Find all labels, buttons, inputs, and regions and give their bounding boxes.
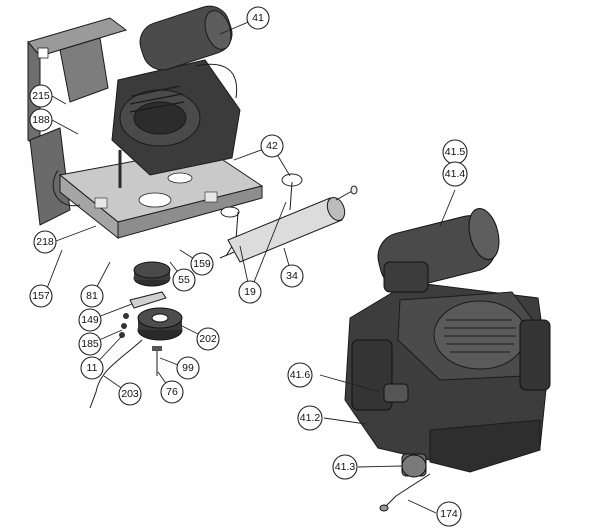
callout-label: 41.3 (335, 461, 356, 473)
callout-159[interactable]: 159 (190, 252, 214, 276)
callout-label: 202 (199, 333, 217, 345)
callout-label: 41.4 (445, 168, 466, 180)
fan-screen (433, 300, 527, 370)
frame-bracket (59, 37, 109, 103)
callout-label: 76 (166, 386, 178, 398)
engine-harness (52, 169, 81, 207)
callout-label: 41 (252, 12, 264, 24)
callout-157[interactable]: 157 (29, 284, 53, 308)
callout-203[interactable]: 203 (118, 382, 142, 406)
callout-label: 41.6 (290, 369, 311, 381)
callout-218[interactable]: 218 (33, 230, 57, 254)
callout-label: 149 (81, 314, 99, 326)
callout-188[interactable]: 188 (29, 108, 53, 132)
callout-label: 41.5 (445, 146, 466, 158)
callout-174[interactable]: 174 (436, 501, 462, 527)
oil-filter (401, 453, 427, 478)
callout-41-4[interactable]: 41.4 (442, 161, 468, 187)
callouts: 41 215 188 42 218 159 55 157 (29, 6, 468, 527)
callout-label: 41.2 (300, 412, 321, 424)
callout-label: 81 (86, 290, 98, 302)
callout-41-6[interactable]: 41.6 (287, 362, 313, 388)
engine-deck-assembly (27, 5, 358, 409)
callout-label: 19 (244, 286, 256, 298)
callout-label: 215 (32, 90, 50, 102)
callout-19[interactable]: 19 (238, 280, 262, 304)
callout-41-2[interactable]: 41.2 (297, 405, 323, 431)
callout-label: 218 (36, 236, 54, 248)
callout-41-5[interactable]: 41.5 (442, 139, 468, 165)
callout-41[interactable]: 41 (246, 6, 270, 30)
callout-42[interactable]: 42 (260, 134, 284, 158)
callout-label: 42 (266, 140, 278, 152)
callout-76[interactable]: 76 (160, 380, 184, 404)
callout-149[interactable]: 149 (78, 308, 102, 332)
engine-detail-assembly (344, 208, 551, 512)
callout-label: 55 (178, 274, 190, 286)
callout-label: 34 (286, 270, 298, 282)
air-cleaner-canister (377, 208, 500, 293)
callout-label: 188 (32, 114, 50, 126)
callout-99[interactable]: 99 (176, 356, 200, 380)
intake-tube (195, 63, 238, 99)
callout-41-3[interactable]: 41.3 (332, 454, 358, 480)
callout-81[interactable]: 81 (80, 284, 104, 308)
oil-drain-hose (383, 473, 431, 509)
callout-label: 159 (193, 258, 211, 270)
callout-label: 11 (87, 362, 98, 374)
callout-202[interactable]: 202 (196, 327, 220, 351)
callout-label: 203 (121, 388, 139, 400)
callout-185[interactable]: 185 (78, 332, 102, 356)
callout-label: 99 (182, 362, 194, 374)
callout-label: 157 (32, 290, 50, 302)
muffler (219, 185, 358, 263)
callout-11[interactable]: 11 (80, 356, 104, 380)
callout-34[interactable]: 34 (280, 264, 304, 288)
callout-55[interactable]: 55 (172, 268, 196, 292)
pulley-clutch-stack (89, 261, 183, 409)
callout-label: 185 (81, 338, 99, 350)
callout-215[interactable]: 215 (29, 84, 53, 108)
callout-label: 174 (440, 508, 458, 520)
